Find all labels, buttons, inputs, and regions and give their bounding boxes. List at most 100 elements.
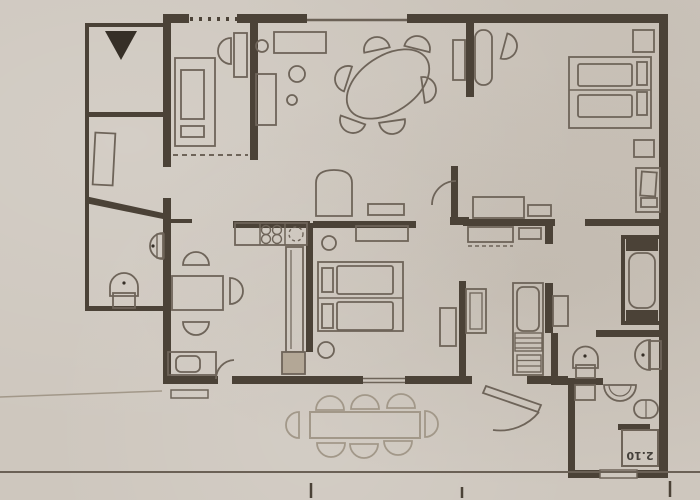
- living-sideboard: [273, 31, 327, 54]
- annex-basin-dot: [151, 244, 155, 248]
- door-swing-room3: [492, 411, 540, 432]
- kitchen-sink-unit: [167, 351, 217, 376]
- bedroom2-wall-top: [313, 221, 416, 228]
- dining-chair-1: [363, 36, 391, 54]
- wc-basin-tank: [648, 340, 662, 370]
- outer-wall-left-lower: [163, 198, 171, 378]
- bedroom1-fan-shape: [499, 32, 518, 60]
- terrace-chair-5: [349, 443, 379, 459]
- partition-stub-lower: [545, 283, 553, 333]
- dining-table-oval: [345, 48, 431, 120]
- terrace-doormat: [170, 389, 209, 399]
- dining-chair-3: [334, 65, 354, 93]
- bathroom-window: [599, 469, 638, 479]
- corridor-shelf: [367, 203, 405, 216]
- bathtub-band-top: [626, 239, 658, 251]
- bedroom2-shelf: [439, 307, 457, 347]
- nightstand-1: [632, 29, 655, 53]
- corridor-wall-stub: [450, 217, 469, 225]
- bath2-basin-outer: [603, 384, 637, 402]
- livingroom-wall-left: [250, 20, 258, 160]
- entry-half-round: [217, 37, 232, 65]
- living-stool: [286, 94, 298, 106]
- entry-wardrobe: [174, 57, 216, 147]
- wc-basin-bowl: [634, 339, 651, 371]
- room3-wardrobe: [512, 282, 544, 376]
- entry-shelf: [233, 32, 248, 78]
- room3-ladder-1: [514, 332, 543, 352]
- door-swing-kitchen: [215, 359, 235, 380]
- dining-chair-4: [420, 76, 437, 104]
- dining-chair-6: [378, 118, 406, 135]
- ground-line-left: [0, 390, 163, 398]
- terrace-chair-7: [285, 411, 300, 439]
- bedroom1-pillow-1: [636, 61, 648, 86]
- annex-toilet-tank: [112, 292, 136, 309]
- annex-toilet-dot: [122, 281, 126, 285]
- kitchen-wall-right: [306, 223, 313, 352]
- shower-tray: [621, 429, 659, 467]
- bathroom-wall-left: [568, 378, 575, 478]
- corridor-wall-right: [451, 166, 458, 221]
- outer-wall-left-upper: [163, 14, 171, 167]
- bathroom-wall-top: [551, 378, 603, 385]
- bedroom1-wall-bottom-1: [463, 219, 555, 226]
- outer-wall-bottom-1: [163, 376, 218, 384]
- annex-bed: [91, 131, 117, 187]
- dimension-label: 2.10: [626, 449, 653, 462]
- bedroom2-pillow-2: [321, 303, 334, 329]
- kitchen-chair-2: [182, 321, 210, 336]
- bedroom1-desk: [472, 196, 525, 219]
- terrace-chair-3: [386, 393, 416, 409]
- bedroom1-mattress-1: [577, 63, 633, 87]
- outer-wall-top-3: [407, 14, 470, 23]
- room3-sideboard: [467, 226, 514, 243]
- bedroom2-mattress-1: [336, 265, 394, 295]
- stove-burner-2: [260, 233, 272, 245]
- bathtub-outer: [621, 235, 663, 325]
- room3-cabinet: [465, 288, 487, 334]
- dining-chair-5: [339, 114, 367, 134]
- bathroom1-shelf: [552, 295, 569, 327]
- toilet-bowl: [572, 345, 599, 369]
- bedroom2-pillow-1: [321, 267, 334, 293]
- room3-cabinet-inner: [469, 292, 483, 330]
- annex-wall-top: [85, 23, 163, 27]
- bathtub-tub: [628, 252, 656, 309]
- outer-wall-bottom-3: [405, 376, 472, 384]
- toilet-tank: [575, 364, 596, 379]
- room3-wardrobe-inner: [516, 286, 540, 332]
- kitchen-counter: [234, 222, 308, 246]
- bedroom2-mattress-2: [336, 301, 394, 331]
- nightstand-2: [633, 139, 655, 158]
- kitchen-chair-1: [182, 251, 210, 266]
- stove-burner-4: [271, 233, 283, 245]
- door-leaf-room3: [481, 384, 543, 414]
- toilet-dot: [583, 354, 587, 358]
- bedroom1-mattress-2: [577, 94, 633, 118]
- annex-triangle-symbol: [105, 31, 137, 60]
- living-side-table: [255, 39, 269, 53]
- terrace-table: [309, 411, 421, 439]
- kitchen-table: [171, 275, 224, 311]
- outer-wall-right: [659, 14, 668, 478]
- living-shelf-right: [452, 39, 466, 81]
- bedroom1-cabinet: [474, 29, 493, 86]
- bedroom1-pillow-2: [636, 91, 648, 116]
- bedroom1-wall-left: [466, 14, 474, 97]
- bath2-cabinet: [574, 384, 596, 401]
- living-round-table: [288, 65, 306, 83]
- outer-wall-top-4: [473, 14, 663, 23]
- door-swing-corridor: [431, 180, 457, 206]
- living-shelf-left: [255, 73, 277, 126]
- kitchen-appliance: [281, 351, 306, 375]
- radiator-inner: [639, 170, 658, 198]
- room3-ladder-2: [516, 354, 542, 373]
- bath2-basin-inner: [608, 384, 632, 397]
- terrace-chair-4: [316, 442, 346, 458]
- outer-wall-top-1: [163, 14, 189, 23]
- outer-wall-bottom-2: [232, 376, 363, 384]
- radiator: [635, 167, 661, 213]
